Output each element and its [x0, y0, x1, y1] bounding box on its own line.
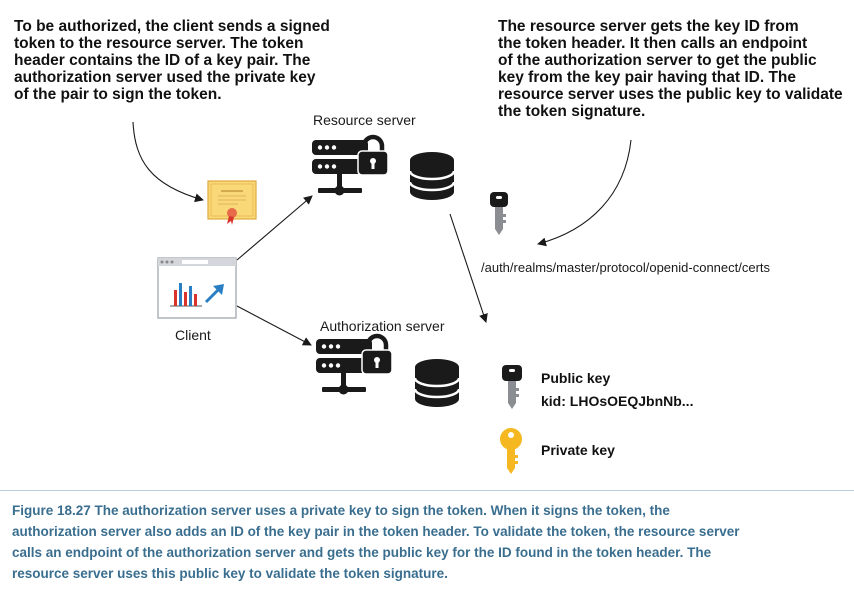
authorization-server-icon	[316, 333, 393, 395]
private-key-icon	[500, 428, 522, 474]
resource-server-icon	[312, 134, 389, 196]
private-key-title: Private key	[541, 442, 615, 458]
caption-line: Figure 18.27 The authorization server us…	[12, 503, 670, 518]
client-label: Client	[175, 327, 211, 343]
resource-server-label: Resource server	[313, 112, 416, 128]
annotation-right-line: the token header. It then calls an endpo…	[498, 35, 808, 52]
caption-line: authorization server also adds an ID of …	[12, 524, 740, 539]
annotation-right-line: resource server uses the public key to v…	[498, 86, 843, 103]
authorization-server-label: Authorization server	[320, 318, 445, 334]
annotation-right-line: the token signature.	[498, 103, 646, 120]
caption-divider	[0, 490, 854, 491]
annotation-left-line: To be authorized, the client sends a sig…	[14, 18, 330, 35]
client-browser-icon	[157, 257, 237, 319]
token-certificate-icon	[207, 180, 257, 225]
public-key-title: Public key	[541, 370, 611, 386]
annotation-left-line: header contains the ID of a key pair. Th…	[14, 52, 311, 69]
callout-arrow-left	[132, 121, 204, 203]
resource-database-icon	[408, 152, 456, 200]
annotation-right: The resource server gets the key ID from…	[498, 18, 843, 120]
client-to-authorization-arrow	[236, 305, 312, 346]
authorization-database-icon	[413, 359, 461, 407]
public-key-kid: kid: LHOsOEQJbnNb...	[541, 393, 694, 409]
annotation-right-line: The resource server gets the key ID from	[498, 18, 799, 35]
annotation-left: To be authorized, the client sends a sig…	[14, 18, 330, 103]
client-to-resource-arrow	[236, 195, 313, 261]
annotation-left-line: token to the resource server. The token	[14, 35, 304, 52]
annotation-right-line: key from the key pair having that ID. Th…	[498, 69, 797, 86]
annotation-left-line: of the pair to sign the token.	[14, 86, 222, 103]
certs-endpoint-label: /auth/realms/master/protocol/openid-conn…	[481, 260, 771, 275]
annotation-left-line: authorization server used the private ke…	[14, 69, 316, 86]
callout-arrow-right	[537, 139, 632, 247]
public-key-small-icon	[490, 192, 508, 235]
caption-line: calls an endpoint of the authorization s…	[12, 545, 712, 560]
annotation-right-line: of the authorization server to get the p…	[498, 52, 817, 69]
caption-line: resource server uses this public key to …	[12, 566, 448, 581]
public-key-icon	[502, 365, 522, 409]
figure-caption: Figure 18.27 The authorization server us…	[12, 500, 842, 584]
resource-to-keys-arrow	[449, 213, 488, 323]
